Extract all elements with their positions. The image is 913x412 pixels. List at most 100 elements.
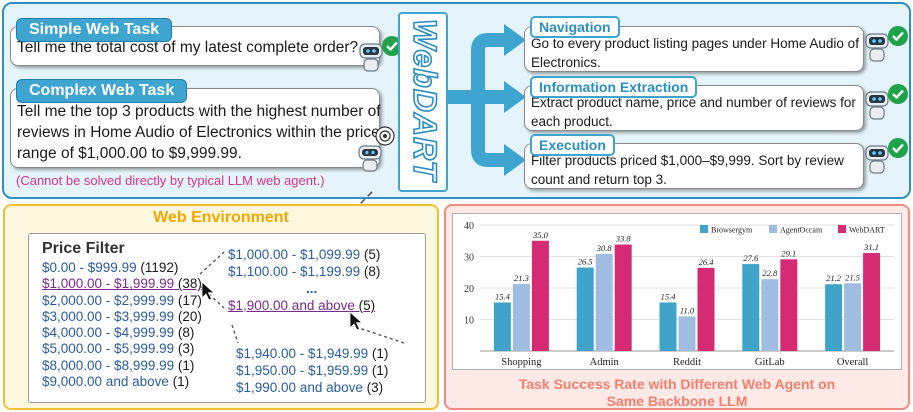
- chart-caption-line2: Same Backbone LLM: [606, 393, 748, 409]
- price-filter-item[interactable]: $4,000.00 - $4,999.99 (8): [42, 325, 202, 341]
- price-filter-item[interactable]: $8,000.00 - $8,999.99 (1): [42, 358, 202, 374]
- price-filter-item[interactable]: $2,000.00 - $2,999.99 (17): [42, 293, 202, 309]
- data-label: 21.3: [514, 273, 529, 283]
- bar-webdart: [697, 267, 715, 351]
- complex-task-box: Tell me the top 3 products with the high…: [10, 88, 381, 168]
- execution-label: Execution: [530, 134, 615, 156]
- price-filter-item[interactable]: $9,000.00 and above (1): [42, 374, 202, 390]
- bar-agentoccam: [595, 253, 613, 351]
- execution-text: Filter products priced $1,000–$9,999. So…: [531, 153, 844, 187]
- webdart-logo-text: WebDART: [406, 18, 444, 182]
- sub-filter-item[interactable]: $1,000.00 - $1,099.99 (5): [228, 246, 380, 263]
- sub-sub-filter-count: (3): [362, 380, 384, 395]
- price-filter-count: (8): [174, 325, 195, 341]
- price-filter-range: $1,000.00 - $1,999.99: [42, 276, 175, 292]
- sub-sub-filter-item[interactable]: $1,990.00 and above (3): [236, 379, 388, 396]
- price-filter-range: $5,000.00 - $5,999.99: [42, 341, 175, 357]
- sub-sub-filter-count: (1): [368, 363, 389, 378]
- price-filter-range: $2,000.00 - $2,999.99: [42, 292, 175, 308]
- price-filter-range: $9,000.00 and above: [42, 374, 169, 390]
- x-tick-label: Overall: [837, 357, 869, 368]
- price-filter-range: $0.00 - $999.99: [42, 260, 137, 275]
- y-tick-label: 40: [464, 221, 474, 232]
- bar-chart: 1020304015.421.335.0Shopping26.530.833.8…: [464, 221, 894, 368]
- robot-check-icon: [865, 84, 908, 120]
- extraction-label: Information Extraction: [530, 76, 698, 98]
- complex-task-text: Tell me the top 3 products with the high…: [17, 103, 381, 162]
- navigation-label: Navigation: [530, 16, 620, 38]
- bar-agentoccam: [844, 283, 862, 351]
- data-label: 29.1: [781, 248, 796, 258]
- x-tick-label: Admin: [590, 357, 620, 368]
- bar-agentoccam: [678, 316, 696, 351]
- bar-webdart: [863, 253, 881, 351]
- complex-task-label: Complex Web Task: [16, 79, 188, 103]
- sub-filter-count: (5): [354, 298, 376, 313]
- data-label: 30.8: [596, 243, 613, 253]
- sub-sub-filter-range: $1,940.00 - $1,949.99: [236, 346, 369, 361]
- sub-filter-count: (8): [360, 264, 381, 279]
- bar-webdart: [780, 259, 798, 351]
- sub-filter-item[interactable]: $1,900.00 and above (5): [228, 297, 380, 314]
- legend-label: Browsergym: [711, 226, 753, 235]
- sub-filter-item[interactable]: $1,100.00 - $1,199.99 (8): [228, 263, 380, 280]
- data-label: 21.5: [845, 272, 860, 282]
- sub-sub-filter-count: (1): [368, 346, 389, 361]
- bar-browsergym: [576, 267, 594, 351]
- robot-thinking-icon: [358, 126, 395, 172]
- robot-check-icon: [359, 36, 402, 72]
- y-tick-label: 10: [464, 316, 474, 327]
- bar-browsergym: [742, 264, 760, 351]
- sub-filter-range: $1,000.00 - $1,099.99: [228, 247, 361, 262]
- bar-webdart: [531, 240, 549, 351]
- price-filter-count: (1192): [136, 260, 179, 275]
- simple-task-label: Simple Web Task: [16, 18, 173, 42]
- robot-check-icon: [865, 138, 908, 174]
- sub-sub-filter-item[interactable]: $1,950.00 - $1,959.99 (1): [236, 362, 388, 379]
- data-label: 26.5: [578, 257, 593, 267]
- sub-sub-filter-list: $1,940.00 - $1,949.99 (1)$1,950.00 - $1,…: [236, 345, 388, 396]
- sub-sub-filter-item[interactable]: $1,940.00 - $1,949.99 (1): [236, 345, 388, 362]
- limitation-note: (Cannot be solved directly by typical LL…: [16, 173, 325, 188]
- data-label: 35.0: [532, 230, 549, 240]
- x-tick-label: Shopping: [501, 357, 542, 368]
- webdart-logo-box: WebDART: [398, 12, 448, 192]
- chart-caption: Task Success Rate with Different Web Age…: [444, 376, 910, 410]
- price-filter-count: (20): [174, 308, 202, 324]
- robot-check-icon: [865, 26, 908, 62]
- price-filter-item[interactable]: $5,000.00 - $5,999.99 (3): [42, 341, 202, 357]
- price-filter-title: Price Filter: [42, 240, 125, 257]
- data-label: 27.6: [743, 253, 759, 263]
- price-filter-range: $8,000.00 - $8,999.99: [42, 357, 175, 373]
- x-tick-label: GitLab: [755, 357, 785, 368]
- y-tick-label: 20: [464, 284, 474, 295]
- environment-title: Web Environment: [153, 209, 289, 226]
- data-label: 15.4: [495, 291, 511, 301]
- data-label: 22.8: [762, 268, 778, 278]
- legend-swatch: [769, 225, 777, 233]
- price-filter-item[interactable]: $3,000.00 - $3,999.99 (20): [42, 309, 202, 325]
- price-filter-list: $0.00 - $999.99 (1192)$1,000.00 - $1,999…: [42, 260, 202, 390]
- sub-sub-filter-range: $1,990.00 and above: [236, 380, 363, 395]
- chart-caption-line1: Task Success Rate with Different Web Age…: [518, 376, 836, 392]
- sub-filter-range: ...: [306, 281, 318, 296]
- bar-browsergym: [659, 302, 677, 351]
- execution-box: Filter products priced $1,000–$9,999. So…: [524, 143, 864, 189]
- y-tick-label: 30: [464, 253, 474, 264]
- bar-agentoccam: [761, 279, 779, 351]
- simple-task-text: Tell me the total cost of my latest comp…: [17, 39, 359, 56]
- data-label: 26.4: [699, 257, 715, 267]
- legend-label: AgentOccam: [780, 226, 823, 235]
- price-filter-item[interactable]: $1,000.00 - $1,999.99 (38): [42, 276, 202, 292]
- price-filter-count: (3): [174, 341, 195, 357]
- branch-arrows: [448, 24, 526, 176]
- bar-agentoccam: [512, 283, 530, 351]
- sub-filter-item[interactable]: ...: [228, 280, 380, 297]
- price-filter-item[interactable]: $0.00 - $999.99 (1192): [42, 260, 202, 276]
- extraction-text: Extract product name, price and number o…: [531, 95, 856, 129]
- bar-browsergym: [825, 284, 843, 351]
- expand-connectors: [199, 251, 405, 344]
- navigation-text: Go to every product listing pages under …: [531, 36, 859, 70]
- price-filter-range: $3,000.00 - $3,999.99: [42, 308, 175, 324]
- price-filter-box: [28, 233, 426, 403]
